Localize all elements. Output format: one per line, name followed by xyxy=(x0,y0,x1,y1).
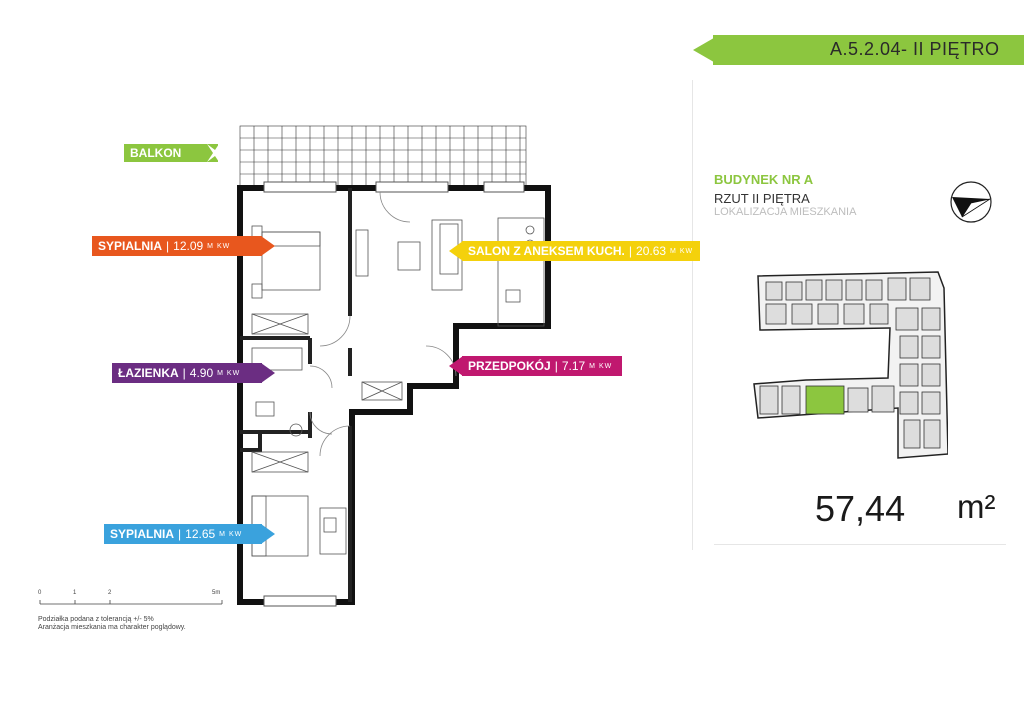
floor-plan xyxy=(237,125,551,607)
living-room-name: SALON Z ANEKSEM KUCH. xyxy=(468,244,625,258)
divider-horizontal xyxy=(714,544,1006,545)
separator: | xyxy=(178,527,182,541)
area-unit-label: M KW xyxy=(219,530,243,538)
scale-tick-1: 1 xyxy=(73,590,77,596)
area-unit-label: M KW xyxy=(207,242,231,250)
separator: | xyxy=(182,366,186,380)
inner-walls xyxy=(240,188,352,602)
tolerance-note: Podziałka podana z tolerancją +/- 5% xyxy=(38,616,154,623)
separator: | xyxy=(554,359,558,373)
apartment-code: A.5.2.04- II PIĘTRO xyxy=(830,39,1000,59)
bedroom-1-area: 12.09 xyxy=(173,239,204,253)
hall-area: 7.17 xyxy=(561,359,586,373)
separator: | xyxy=(166,239,170,253)
hall-name: PRZEDPOKÓJ xyxy=(468,359,551,373)
living-room-label: SALON Z ANEKSEM KUCH. | 20.63 M KW xyxy=(449,241,700,261)
scale-tick-0: 0 xyxy=(38,590,42,596)
apartment-highlight xyxy=(805,385,845,415)
building-location-map xyxy=(753,271,948,459)
bathroom-name: ŁAZIENKA xyxy=(118,366,179,380)
bedroom-2-area: 12.65 xyxy=(185,527,216,541)
scale-tick-2: 2 xyxy=(108,590,112,596)
apartment-code-tag: A.5.2.04- II PIĘTRO xyxy=(693,35,1024,65)
balcony xyxy=(239,125,527,187)
floor-plan-label: RZUT II PIĘTRA xyxy=(714,191,810,206)
area-unit-label: M KW xyxy=(589,362,613,370)
bathroom-area: 4.90 xyxy=(189,366,214,380)
area-unit-label: M KW xyxy=(670,247,694,255)
building-label: BUDYNEK NR A xyxy=(714,172,814,187)
hall-label: PRZEDPOKÓJ | 7.17 M KW xyxy=(449,356,622,376)
bedroom-1-label: SYPIALNIA | 12.09 M KW xyxy=(92,236,275,256)
bedroom-2-label: SYPIALNIA | 12.65 M KW xyxy=(104,524,275,544)
apartment-area: 57,44 xyxy=(815,488,906,529)
bedroom-1-name: SYPIALNIA xyxy=(98,239,163,253)
north-arrow-icon xyxy=(950,181,992,223)
tag-body xyxy=(713,35,1024,65)
area-unit: m² xyxy=(957,488,996,525)
divider-vertical xyxy=(692,80,693,550)
arrangement-note: Aranżacja mieszkania ma charakter pogląd… xyxy=(38,624,186,631)
bathroom-label: ŁAZIENKA | 4.90 M KW xyxy=(112,363,275,383)
scale-bar xyxy=(39,600,223,605)
balcony-label: BALKON xyxy=(124,144,219,162)
balcony-name: BALKON xyxy=(130,146,182,160)
area-unit-label: M KW xyxy=(217,369,241,377)
living-room-area: 20.63 xyxy=(636,244,667,258)
label-arrow xyxy=(207,144,219,162)
scale-tick-5m: 5m xyxy=(212,590,221,596)
separator: | xyxy=(628,244,633,258)
bedroom-2-name: SYPIALNIA xyxy=(110,527,175,541)
location-label: LOKALIZACJA MIESZKANIA xyxy=(714,206,857,218)
